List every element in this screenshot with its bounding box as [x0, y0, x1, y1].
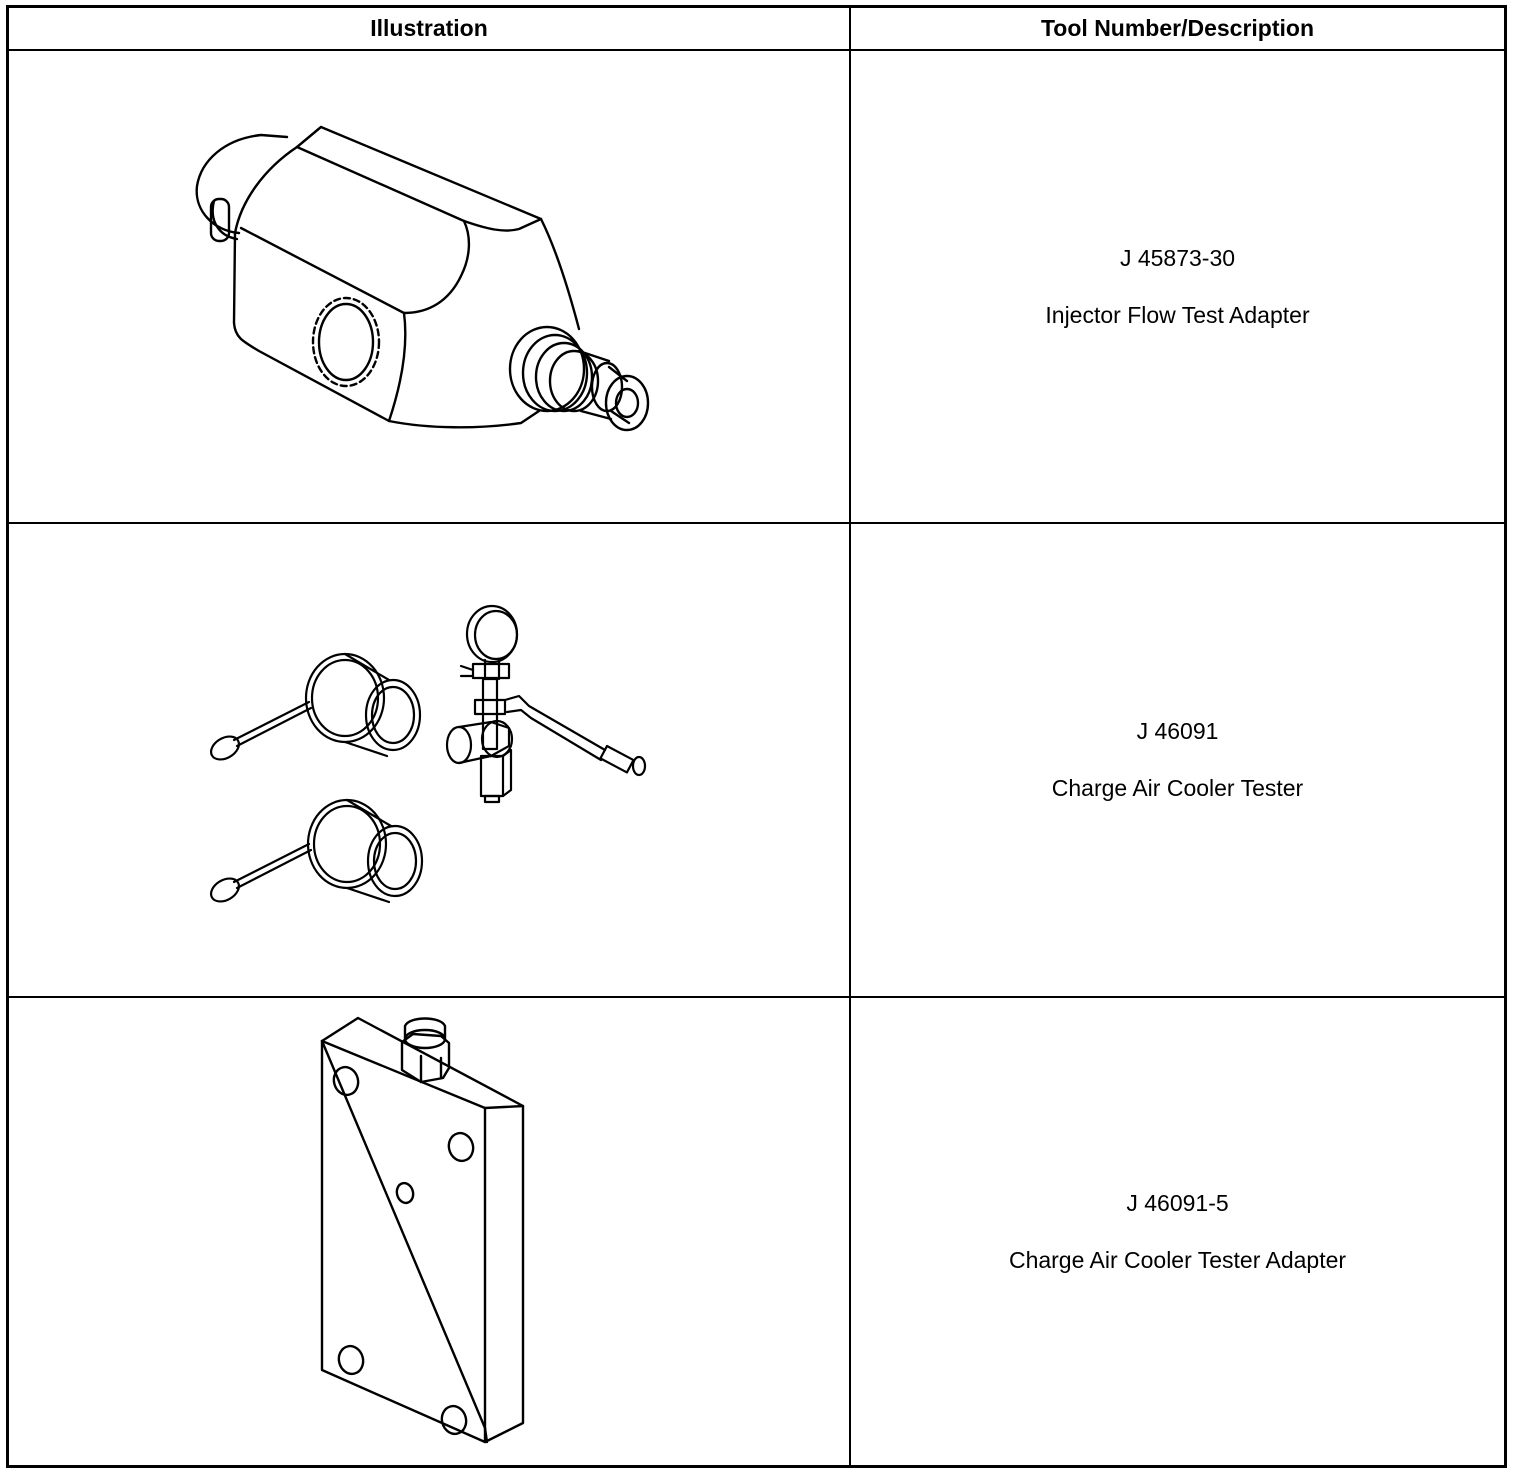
tool-description: Injector Flow Test Adapter — [1045, 301, 1310, 328]
header-cell-tool: Tool Number/Description — [851, 8, 1504, 49]
table-row: J 46091-5 Charge Air Cooler Tester Adapt… — [9, 998, 1504, 1465]
tool-number: J 46091-5 — [1126, 1189, 1229, 1216]
charge-air-cooler-tester-adapter-drawing — [9, 998, 851, 1465]
table-row: J 46091 Charge Air Cooler Tester — [9, 524, 1504, 998]
illustration-cell — [9, 524, 851, 996]
illustration-cell — [9, 51, 851, 522]
illustration-cell — [9, 998, 851, 1465]
tool-cell: J 46091-5 Charge Air Cooler Tester Adapt… — [851, 998, 1504, 1465]
injector-flow-test-adapter-drawing — [9, 51, 851, 524]
tool-table: Illustration Tool Number/Description — [6, 5, 1507, 1468]
tool-number: J 45873-30 — [1119, 244, 1236, 271]
tool-cell: J 46091 Charge Air Cooler Tester — [851, 524, 1504, 996]
header-tool-label: Tool Number/Description — [1040, 15, 1315, 41]
header-illustration-label: Illustration — [370, 15, 488, 41]
table-header-row: Illustration Tool Number/Description — [9, 8, 1504, 51]
tool-number: J 46091 — [1136, 718, 1219, 744]
table-row: J 45873-30 Injector Flow Test Adapter — [9, 51, 1504, 524]
tool-description: Charge Air Cooler Tester — [1051, 775, 1304, 801]
tool-cell: J 45873-30 Injector Flow Test Adapter — [851, 51, 1504, 522]
header-cell-illustration: Illustration — [9, 8, 851, 49]
charge-air-cooler-tester-drawing — [9, 524, 851, 998]
tool-description: Charge Air Cooler Tester Adapter — [1008, 1246, 1347, 1273]
